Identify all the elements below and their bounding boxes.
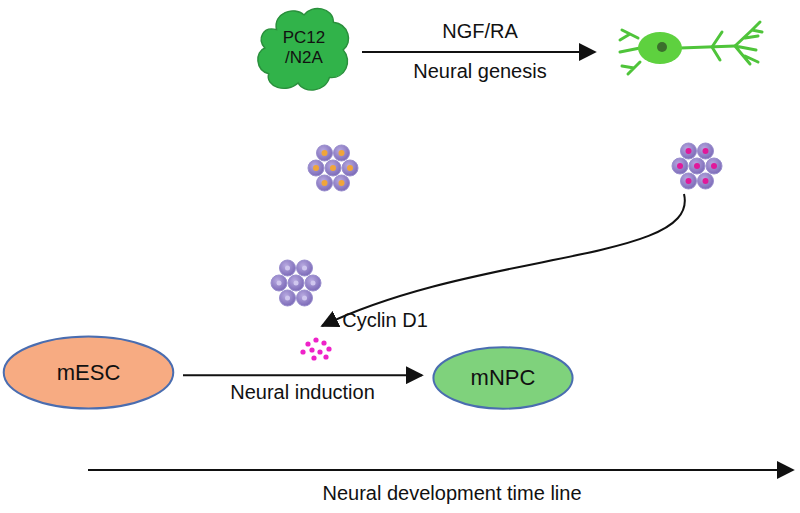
cell-ellipse: mNPC: [432, 346, 574, 410]
node-label: mESC: [57, 360, 121, 385]
node-text-wrap: PC12 /N2A: [274, 28, 334, 67]
edge-label: Neural induction: [230, 381, 375, 404]
cyclin-dots: [300, 337, 331, 360]
node-text-wrap: mESC: [57, 360, 121, 385]
cell-cluster: [672, 143, 722, 189]
neuron-nucleus: [657, 42, 667, 52]
flow-arrow: [183, 374, 422, 376]
timeline-arrow: [88, 469, 793, 471]
cell-cluster: [308, 145, 358, 191]
annotation-label: Neural development time line: [322, 482, 581, 505]
cell-line-cloud: PC12 /N2A: [255, 2, 353, 94]
neuron-body: [638, 32, 682, 64]
node-label: mNPC: [471, 365, 536, 390]
node-text-wrap: mNPC: [471, 365, 536, 390]
annotation-label: Cyclin D1: [342, 309, 428, 332]
cell-cluster: [271, 260, 321, 306]
annotation-label: Neural genesis: [413, 60, 546, 83]
cell-ellipse: mESC: [2, 335, 175, 410]
node-label: PC12 /N2A: [274, 28, 334, 67]
neuron-icon: [620, 22, 762, 74]
genesis-arrow: [362, 51, 595, 53]
secretion-arrow: [322, 194, 685, 326]
annotation-label: NGF/RA: [442, 20, 518, 43]
